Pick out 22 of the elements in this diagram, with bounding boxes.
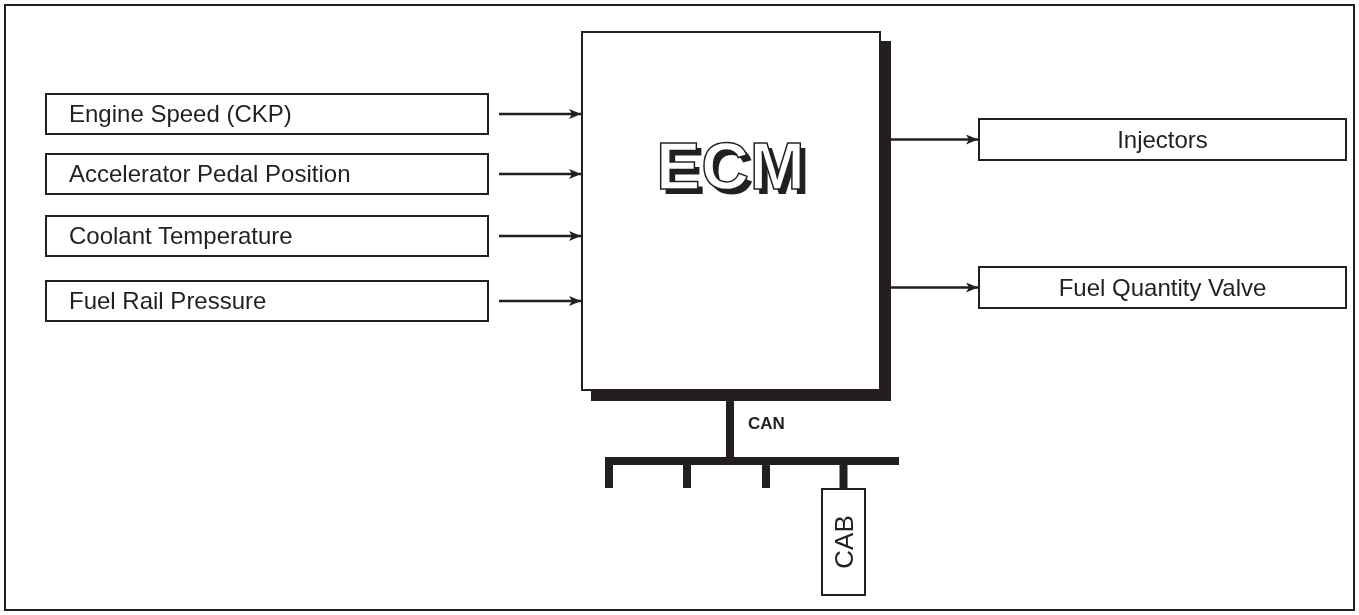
arrow [499,109,581,119]
signal-label: Engine Speed (CKP) [69,100,292,128]
signal-box [45,93,489,135]
signal-box [45,280,489,322]
arrow [499,169,581,179]
bus-line [726,401,848,488]
module-title: ECM [656,128,806,204]
signal-label: Injectors [1117,125,1208,154]
signal-label: Accelerator Pedal Position [69,160,351,188]
signal-label: Fuel Quantity Valve [1058,273,1267,302]
signal-box [978,266,1347,309]
signal-label: Fuel Rail Pressure [69,287,267,315]
signal-box [978,118,1347,161]
arrow [891,282,978,293]
arrow [499,296,581,306]
signal-label: CAB [828,515,859,569]
arrow [891,134,978,145]
signal-box [45,153,489,195]
signal-label: Coolant Temperature [69,222,293,250]
arrow [499,231,581,241]
signal-box [821,488,866,596]
signal-box [45,215,489,257]
